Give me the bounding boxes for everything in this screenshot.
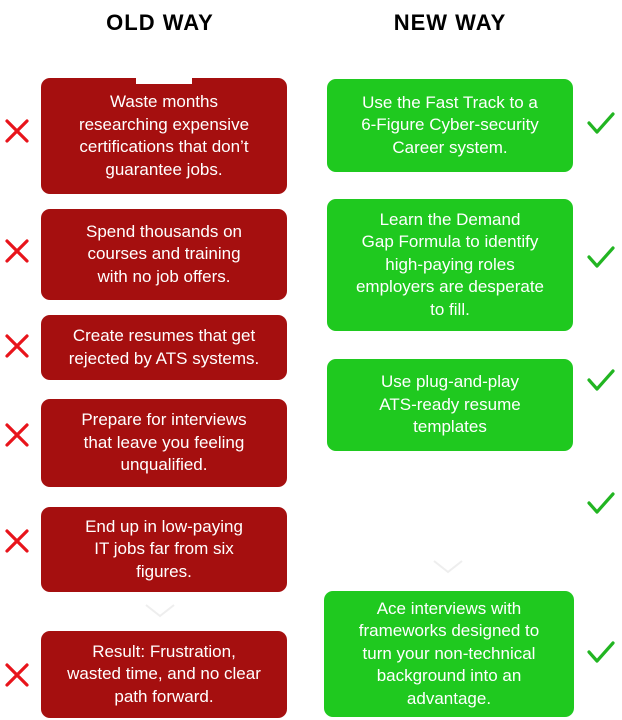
old-way-item: Waste months researching expensive certi… (41, 78, 287, 194)
new-way-item-text: Ace interviews with frameworks designed … (358, 598, 540, 708)
cross-icon (2, 116, 32, 146)
check-icon (586, 108, 616, 138)
new-way-item-text: Learn the Demand Gap Formula to identify… (355, 209, 545, 319)
old-way-item-text: Create resumes that get rejected by ATS … (68, 326, 260, 368)
new-way-heading: NEW WAY (393, 10, 507, 35)
old-way-item: End up in low-paying IT jobs far from si… (41, 507, 287, 592)
cross-icon (2, 660, 32, 690)
old-way-item: Create resumes that get rejected by ATS … (41, 315, 287, 380)
new-way-item-text: Use plug-and-play ATS-ready resume templ… (379, 372, 521, 437)
check-icon (586, 637, 616, 667)
chevron-down-icon (140, 601, 180, 621)
cross-icon (2, 526, 32, 556)
old-way-item-text: Prepare for interviews that leave you fe… (81, 410, 247, 475)
new-way-item: Ace interviews with frameworks designed … (324, 591, 574, 717)
cross-icon (2, 420, 32, 450)
old-way-item: Spend thousands on courses and training … (41, 209, 287, 300)
check-icon (586, 365, 616, 395)
new-way-item: Learn the Demand Gap Formula to identify… (327, 199, 573, 331)
check-icon (586, 242, 616, 272)
old-way-item-text: Waste months researching expensive certi… (78, 92, 250, 179)
old-way-item-text: Spend thousands on courses and training … (86, 221, 242, 286)
cross-icon (2, 331, 32, 361)
old-way-heading: OLD WAY (106, 10, 214, 35)
old-way-item: Prepare for interviews that leave you fe… (41, 399, 287, 487)
check-icon (586, 488, 616, 518)
new-way-item: Use plug-and-play ATS-ready resume templ… (327, 359, 573, 451)
chevron-down-icon (428, 557, 468, 577)
old-way-item-text: End up in low-paying IT jobs far from si… (85, 516, 243, 581)
cross-icon (2, 236, 32, 266)
old-way-item-text: Result: Frustration, wasted time, and no… (67, 641, 261, 706)
new-way-item: Use the Fast Track to a 6-Figure Cyber-s… (327, 79, 573, 172)
old-way-item: Result: Frustration, wasted time, and no… (41, 631, 287, 718)
new-way-item-text: Use the Fast Track to a 6-Figure Cyber-s… (361, 92, 539, 157)
